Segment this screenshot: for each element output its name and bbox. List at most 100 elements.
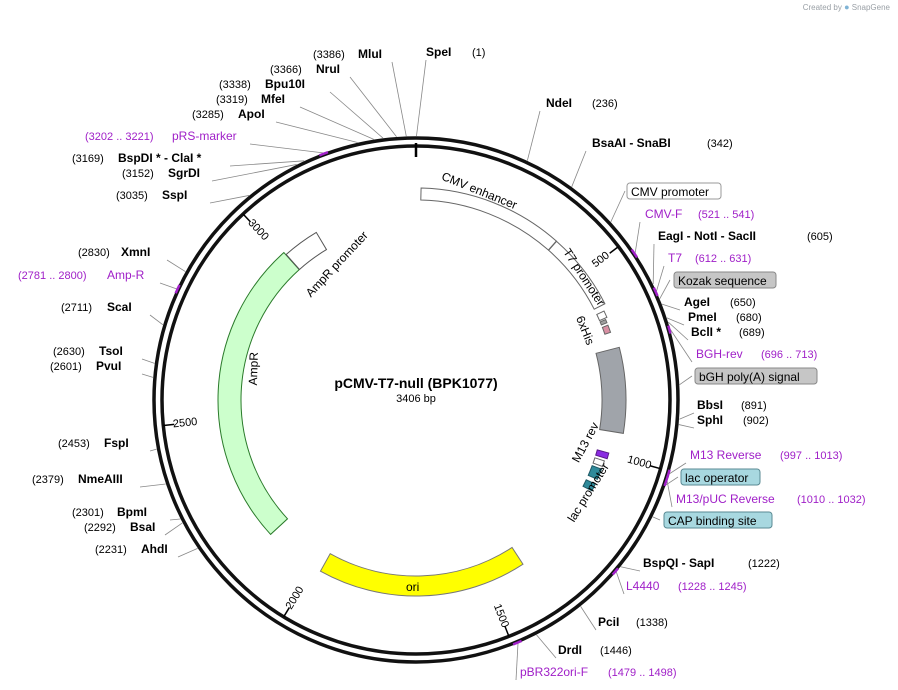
feature-ampr-promoter[interactable] [285, 231, 328, 271]
site-label-fspi[interactable]: (2453) FspI [58, 436, 129, 450]
tick-label: 2000 [284, 584, 307, 611]
leader-line [166, 259, 186, 272]
primer-label-pbr322ori-f[interactable]: pBR322ori-F (1479 .. 1498) [520, 665, 677, 679]
site-name: PciI [598, 615, 619, 629]
leader-line [249, 143, 324, 154]
site-name: PmeI [688, 310, 717, 324]
primer-name: L4440 [626, 579, 660, 593]
site-label-ndei[interactable]: NdeI (236) [546, 96, 618, 110]
site-name: NruI [316, 62, 340, 76]
tick-label: 3000 [245, 217, 270, 243]
feature-cap-binding-site[interactable] [582, 479, 596, 492]
callout-cap-binding-site[interactable]: CAP binding site [663, 511, 773, 529]
site-name: ScaI [107, 300, 132, 314]
primer-label-prs-marker[interactable]: (3202 .. 3221) pRS-marker [85, 129, 237, 143]
site-name: MluI [358, 47, 382, 61]
watermark-brand: SnapGene [851, 3, 890, 12]
leader-line [329, 91, 384, 139]
primer-binding-mark [630, 248, 639, 259]
feature-ori[interactable] [319, 546, 524, 597]
site-label-sspi[interactable]: (3035) SspI [116, 188, 187, 202]
leader-line [670, 329, 693, 363]
map-length: 3406 bp [396, 393, 436, 405]
leader-line [275, 121, 358, 143]
site-label-tsoi[interactable]: (2630) TsoI [53, 344, 123, 358]
feature-t7-promoter[interactable] [596, 310, 608, 322]
site-label-pvui[interactable]: (2601) PvuI [50, 359, 121, 373]
watermark-prefix: Created by [802, 3, 842, 12]
primer-label-amp-r[interactable]: (2781 .. 2800) Amp-R [18, 268, 145, 282]
site-label-nrui[interactable]: (3366) NruI [270, 62, 340, 76]
callout-cmv-promoter[interactable]: CMV promoter [626, 182, 722, 200]
callout-lac-operator[interactable]: lac operator [680, 468, 761, 486]
site-name: TsoI [99, 344, 123, 358]
site-label-bpu10i[interactable]: (3338) Bpu10I [219, 77, 305, 91]
site-label-pmei[interactable]: PmeI (680) [688, 310, 762, 324]
site-label-nmeaiii[interactable]: (2379) NmeAIII [32, 472, 123, 486]
primer-label-m13-reverse[interactable]: M13 Reverse (997 .. 1013) [690, 448, 842, 462]
site-label-scai[interactable]: (2711) ScaI [61, 300, 132, 314]
site-label-spei[interactable]: SpeI (1) [426, 45, 485, 59]
site-label-bcli[interactable]: BclI * (689) [691, 325, 765, 339]
feature-label-6xhis: 6xHis [573, 314, 597, 347]
site-name: EagI - NotI - SacII [658, 229, 756, 243]
site-pos: (3152) [122, 168, 154, 180]
primer-label-m13-puc-reverse[interactable]: M13/pUC Reverse (1010 .. 1032) [676, 492, 866, 506]
leader-line [669, 462, 687, 475]
backbone-outer-ring [152, 136, 680, 664]
site-pos: (902) [743, 415, 769, 427]
site-name: BsaI [130, 520, 155, 534]
site-label-drdi[interactable]: DrdI (1446) [558, 643, 632, 657]
primer-label-l4440[interactable]: L4440 (1228 .. 1245) [626, 579, 747, 593]
site-pos: (1222) [748, 558, 780, 570]
tick-mark [283, 607, 291, 618]
site-label-ahdi[interactable]: (2231) AhdI [95, 542, 168, 556]
site-name: SgrDI [168, 166, 200, 180]
site-label-pcii[interactable]: PciI (1338) [598, 615, 668, 629]
feature-lac-promoter[interactable] [587, 465, 603, 481]
primer-name: pRS-marker [172, 129, 237, 143]
callout-bgh-polya-signal[interactable]: bGH poly(A) signal [694, 367, 818, 385]
feature-cmv-promoter[interactable] [547, 240, 606, 310]
site-label-bsai[interactable]: (2292) BsaI [84, 520, 155, 534]
site-label-mfei[interactable]: (3319) MfeI [216, 92, 285, 106]
site-label-apoi[interactable]: (3285) ApoI [192, 107, 265, 121]
site-label-eagi-noti-sacii[interactable]: EagI - NotI - SacII (605) [658, 229, 833, 243]
site-label-agei[interactable]: AgeI (650) [684, 295, 756, 309]
site-label-mlui[interactable]: (3386) MluI [313, 47, 382, 61]
feature-bgh-polya-signal[interactable] [595, 346, 627, 434]
tick-label: 1000 [626, 454, 653, 472]
leader-line [169, 518, 181, 521]
tick-mark [649, 465, 661, 470]
feature-lac-operator[interactable] [592, 457, 606, 468]
primer-name: pBR322ori-F [520, 665, 588, 679]
site-label-bbsi[interactable]: BbsI (891) [697, 398, 767, 412]
site-label-xmni[interactable]: (2830) XmnI [78, 245, 150, 259]
leader-line [659, 279, 671, 299]
feature-6xhis[interactable] [601, 324, 612, 335]
primer-pos: (997 .. 1013) [780, 450, 842, 462]
site-label-sphi[interactable]: SphI (902) [697, 413, 769, 427]
site-pos: (3169) [72, 153, 104, 165]
feature-ampr[interactable] [217, 251, 300, 536]
site-label-bsaai-snabi[interactable]: BsaAI - SnaBI (342) [592, 136, 733, 150]
leader-line [141, 358, 155, 364]
site-pos: (891) [741, 400, 767, 412]
site-label-bspqi-sapi[interactable]: BspQI - SapI (1222) [643, 556, 780, 570]
site-label-bspdi-clai[interactable]: (3169) BspDI * - ClaI * [72, 151, 202, 165]
leader-line [515, 643, 519, 681]
feature-kozak-sequence[interactable] [599, 318, 608, 326]
feature-m13-rev[interactable] [595, 449, 610, 460]
site-name: BclI * [691, 325, 721, 339]
primer-name: M13 Reverse [690, 448, 762, 462]
primer-label-t7[interactable]: T7 (612 .. 631) [668, 251, 751, 265]
primer-binding-mark [667, 325, 672, 334]
site-label-bpmi[interactable]: (2301) BpmI [72, 505, 147, 519]
site-label-sgrdi[interactable]: (3152) SgrDI [122, 166, 200, 180]
primer-label-cmv-f[interactable]: CMV-F (521 .. 541) [645, 207, 754, 221]
primer-name: T7 [668, 251, 682, 265]
primer-label-bgh-rev[interactable]: BGH-rev (696 .. 713) [696, 347, 817, 361]
leader-line [349, 76, 397, 137]
callout-kozak-sequence[interactable]: Kozak sequence [673, 271, 777, 289]
